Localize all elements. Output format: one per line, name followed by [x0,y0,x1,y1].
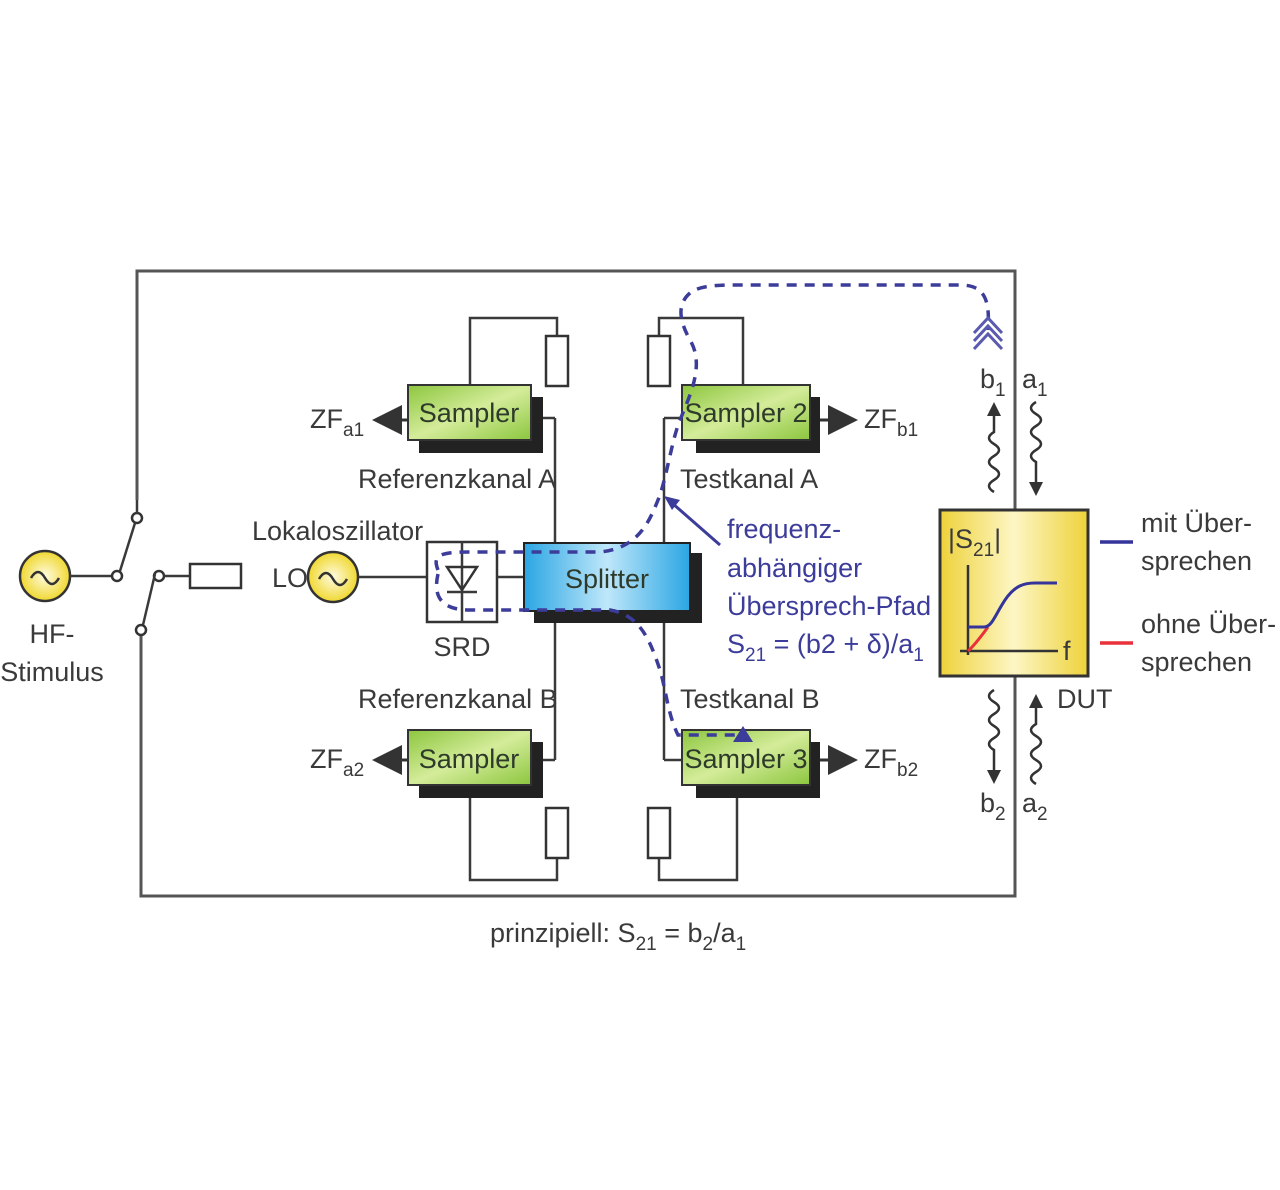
termination-resistor [646,334,672,388]
crosstalk-arrow-icon [733,726,753,742]
hf-stimulus-source [18,549,72,603]
crosstalk-formula: S21 = (b2 + δ)/a1 [727,629,924,666]
channel-label-ref-a: Referenzkanal A [358,464,556,494]
splitter-label: Splitter [565,564,649,594]
wave-b2 [987,688,1001,784]
sampler-testkanal-a: Sampler 2 [646,316,858,453]
wave-a1 [1029,400,1043,496]
lo-source [306,550,360,604]
srd-label: SRD [433,632,490,662]
rf-switch [70,500,243,637]
crosstalk-note-line1: frequenz- [727,514,841,544]
termination-resistor [188,562,243,590]
curve-with-crosstalk [968,581,1057,629]
wave-a2 [1029,694,1043,786]
wave-b1 [987,402,1001,494]
crosstalk-path [434,283,1004,742]
caption: prinzipiell: S21 = b2/a1 [490,918,746,955]
crosstalk-note-line3: Übersprech-Pfad [727,591,931,621]
zf-a1-label: ZFa1 [310,404,364,441]
legend-with-line1: mit Über- [1141,508,1252,538]
diode-icon [444,565,480,593]
zf-b2-label: ZFb2 [864,744,918,781]
termination-resistor [544,334,570,388]
sampler-label: Sampler [419,398,520,428]
sampler-referenzkanal-b: Sampler [372,729,570,882]
sampler-label: Sampler 3 [684,744,807,774]
lo-label: LO [272,563,308,593]
legend-without-line1: ohne Über- [1141,609,1276,639]
wave-a1-label: a1 [1022,364,1048,401]
legend-with-line2: sprechen [1141,546,1252,576]
wave-b1-label: b1 [980,364,1006,401]
hf-label-line2: Stimulus [0,657,104,687]
lo-title: Lokaloszillator [252,516,423,546]
legend-without-line2: sprechen [1141,647,1252,677]
channel-label-test-a: Testkanal A [680,464,818,494]
sampler-testkanal-b: Sampler 3 [646,729,858,882]
dut-x-axis-label: f [1063,636,1071,666]
wave-b2-label: b2 [980,788,1006,825]
sampler-label: Sampler [419,744,520,774]
termination-resistor [646,806,672,860]
dut-plot-title: |S21| [948,524,1001,561]
wave-a2-label: a2 [1022,788,1048,825]
sampler-label: Sampler 2 [684,398,807,428]
curve-without-crosstalk [967,626,990,653]
termination-resistor [544,806,570,860]
sampler-referenzkanal-a: Sampler [372,316,570,453]
dut-block: |S21| f [938,508,1090,678]
hf-label-line1: HF- [30,619,75,649]
zf-b1-label: ZFb1 [864,404,918,441]
zf-a2-label: ZFa2 [310,744,364,781]
dut-label: DUT [1057,684,1113,714]
outer-frame [135,269,1017,898]
crosstalk-chevron-icon [972,315,1004,351]
legend: mit Über- sprechen ohne Über- sprechen [1100,508,1276,677]
channel-label-ref-b: Referenzkanal B [358,684,558,714]
crosstalk-note-line2: abhängiger [727,553,862,583]
channel-label-test-b: Testkanal B [680,684,820,714]
